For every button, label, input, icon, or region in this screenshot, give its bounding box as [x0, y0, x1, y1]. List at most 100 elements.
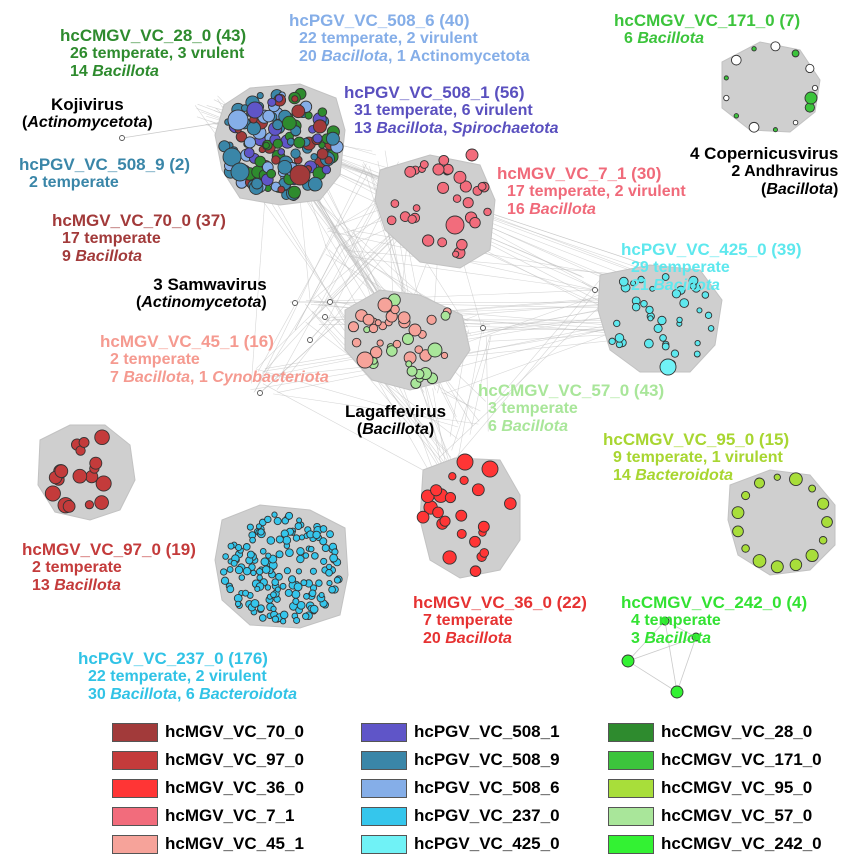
node-hcPGV_VC_237_0 — [311, 552, 319, 560]
edge — [255, 368, 459, 428]
reference-node — [592, 287, 598, 293]
node-hcCMGV_VC_171_0 — [811, 84, 819, 92]
legend-label: hcCMGV_VC_28_0 — [661, 722, 813, 741]
node-top-left — [274, 94, 284, 103]
edge — [418, 379, 441, 451]
cluster-area — [37, 424, 136, 521]
node-hcMGV_VC_97_0 — [72, 468, 88, 484]
node-hcPGV_VC_237_0 — [329, 553, 338, 563]
legend-item: hcMGV_VC_7_1 — [112, 802, 304, 830]
node-hcMGV_VC_36_0 — [479, 548, 490, 558]
reference-node — [480, 325, 486, 331]
node-hcMGV_VC_97_0 — [44, 485, 61, 502]
node-top-left — [291, 95, 299, 103]
node-hcPGV_VC_237_0 — [328, 585, 336, 594]
label-hcCMGV_VC_242_0: hcCMGV_VC_242_0 (4) 4 temperate 3 Bacill… — [621, 593, 808, 648]
node-hcPGV_VC_425_0 — [671, 289, 681, 299]
node-hcPGV_VC_237_0 — [230, 559, 238, 567]
node-hcPGV_VC_237_0 — [259, 548, 267, 555]
node-hcPGV_VC_237_0 — [257, 604, 265, 613]
node-lagaffe-cluster — [386, 345, 398, 357]
node-hcPGV_VC_237_0 — [275, 535, 284, 544]
node-hcPGV_VC_237_0 — [315, 579, 323, 587]
node-hcPGV_VC_425_0 — [637, 275, 645, 284]
node-hcPGV_VC_237_0 — [275, 550, 284, 559]
node-hcPGV_VC_237_0 — [262, 565, 271, 574]
node-hcPGV_VC_237_0 — [235, 543, 243, 552]
node-hub — [659, 358, 677, 376]
node-hcMGV_VC_7_1 — [483, 207, 492, 217]
node-hcMGV_VC_36_0 — [444, 492, 457, 504]
legend-item: hcPGV_VC_508_6 — [361, 774, 560, 802]
reference-node — [307, 337, 313, 343]
node-hcCMGV_VC_242_0 — [670, 685, 684, 699]
node-hcMGV_VC_97_0 — [84, 500, 94, 510]
node-hcPGV_VC_425_0 — [694, 340, 701, 347]
reference-node — [327, 299, 333, 305]
node-hcPGV_VC_237_0 — [264, 515, 272, 524]
node-hcMGV_VC_97_0 — [89, 456, 103, 470]
legend-swatch — [361, 750, 407, 770]
node-hcPGV_VC_237_0 — [256, 574, 263, 581]
node-hcPGV_VC_425_0 — [679, 298, 690, 308]
node — [377, 297, 393, 313]
edge — [469, 335, 492, 435]
node-hcPGV_VC_425_0 — [640, 300, 648, 308]
node-hcPGV_VC_425_0 — [661, 342, 670, 351]
node-hcCMGV_VC_171_0 — [770, 41, 781, 52]
node-hcCMGV_VC_171_0 — [772, 127, 778, 133]
node-hub — [289, 164, 311, 186]
legend-label: hcPGV_VC_508_6 — [414, 778, 560, 797]
node-hcPGV_VC_237_0 — [234, 565, 244, 575]
legend-swatch — [112, 750, 158, 770]
node-hcCMGV_VC_95_0 — [789, 472, 803, 487]
node-lagaffe-cluster — [406, 365, 418, 377]
node-top-left — [251, 177, 263, 190]
node-hcPGV_VC_425_0 — [701, 291, 710, 299]
node-hcPGV_VC_237_0 — [296, 547, 305, 556]
node-hcPGV_VC_237_0 — [296, 517, 303, 524]
edge — [311, 310, 452, 458]
label-hcPGV_VC_508_9: hcPGV_VC_508_9 (2) 2 temperate — [19, 155, 191, 192]
node-hcMGV_VC_36_0 — [439, 515, 451, 527]
legend-label: hcPGV_VC_237_0 — [414, 806, 560, 825]
node-hcPGV_VC_425_0 — [647, 315, 654, 322]
node-top-left — [271, 155, 281, 165]
node-hcPGV_VC_425_0 — [644, 338, 654, 349]
label-hcPGV_VC_508_6: hcPGV_VC_508_6 (40) 22 temperate, 2 viru… — [289, 11, 530, 66]
node-hcCMGV_VC_171_0 — [723, 94, 730, 102]
node-lagaffe-cluster — [440, 351, 449, 360]
node-hcPGV_VC_425_0 — [659, 334, 667, 342]
node-hcPGV_VC_237_0 — [309, 604, 319, 614]
node-hcPGV_VC_425_0 — [670, 349, 680, 358]
reference-node — [257, 390, 263, 396]
legend-label: hcMGV_VC_36_0 — [165, 778, 304, 797]
node-hcMGV_VC_36_0 — [459, 475, 469, 485]
node-lagaffe-cluster — [374, 319, 382, 327]
node-hcPGV_VC_237_0 — [238, 574, 246, 581]
node-hcPGV_VC_237_0 — [246, 550, 255, 559]
label-hcPGV_VC_508_1: hcPGV_VC_508_1 (56) 31 temperate, 6 viru… — [344, 83, 559, 138]
node-hcMGV_VC_7_1 — [412, 204, 421, 212]
node-top-left — [246, 121, 261, 136]
node-top-left — [325, 131, 340, 146]
node-hcPGV_VC_237_0 — [271, 511, 278, 518]
node-hcPGV_VC_237_0 — [295, 568, 303, 575]
node-hub — [246, 101, 264, 119]
label-hcCMGV_VC_57_0: hcCMGV_VC_57_0 (43) 3 temperate 6 Bacill… — [478, 381, 665, 436]
node-hcMGV_VC_36_0 — [430, 484, 443, 497]
edge — [441, 391, 481, 412]
node-hub — [230, 162, 250, 182]
node-hcMGV_VC_7_1 — [462, 197, 474, 209]
node-hcPGV_VC_237_0 — [319, 537, 328, 546]
node-hcMGV_VC_97_0 — [95, 475, 112, 492]
node-hcCMGV_VC_242_0 — [621, 654, 635, 668]
node-top-left — [308, 176, 323, 192]
node-hcCMGV_VC_171_0 — [748, 121, 760, 133]
node-hcPGV_VC_425_0 — [614, 333, 625, 343]
node-hcPGV_VC_425_0 — [631, 302, 641, 312]
node-hcPGV_VC_237_0 — [273, 517, 282, 526]
edge — [627, 660, 678, 693]
node-hcPGV_VC_237_0 — [293, 616, 301, 624]
